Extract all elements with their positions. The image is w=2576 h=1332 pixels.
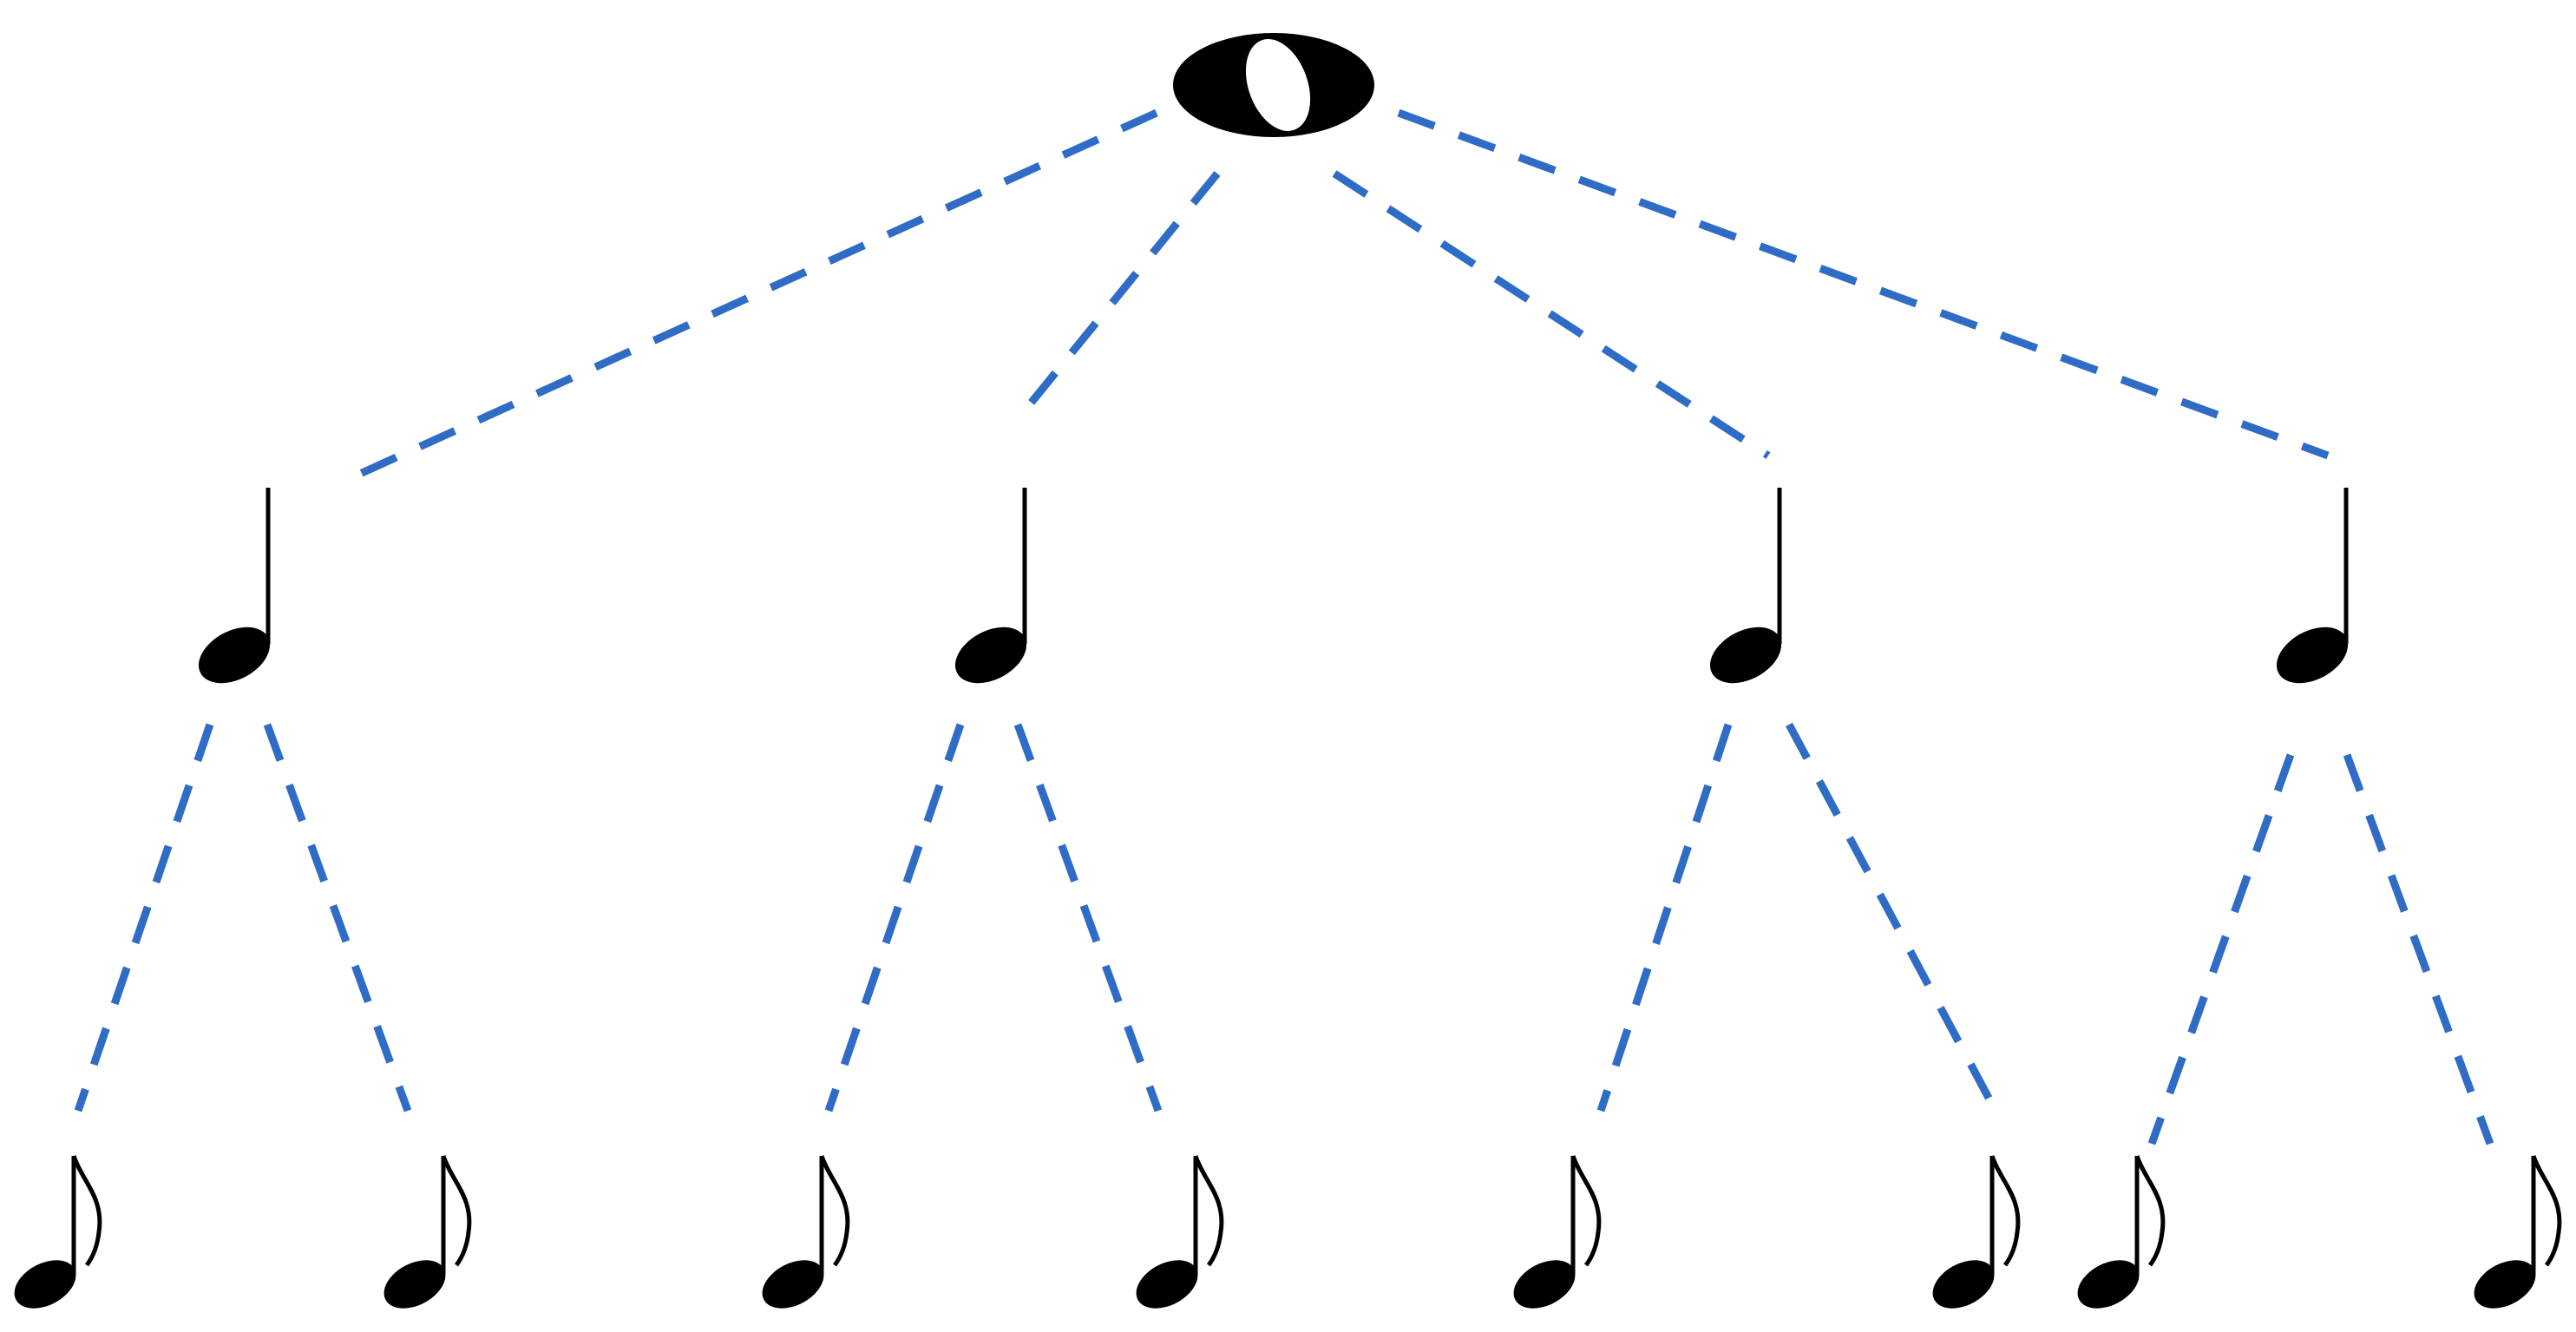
tree-edge [74,723,214,1112]
eighth-note-icon [1136,1155,1224,1309]
eighth-note-icon [2474,1155,2562,1309]
tree-edges [74,108,2494,1145]
quarter-note-icon [1709,488,1782,684]
tree-edge [824,723,965,1112]
whole-note-icon [1173,33,1374,137]
tree-edge [1397,108,2330,460]
eighth-note-icon [762,1155,850,1309]
tree-edge [1786,722,1999,1113]
eighth-note-icon [2077,1155,2166,1309]
eighth-note-icon [383,1155,472,1309]
eighth-note-icon [14,1155,102,1309]
tree-edge [1596,723,1733,1112]
tree-edge [2343,753,2494,1145]
tree-edge [2147,753,2295,1145]
quarter-note-icon [954,488,1027,684]
quarter-note-icon [198,488,271,684]
tree-edge [1022,171,1221,412]
eighth-note-icon [1932,1155,2021,1309]
tree-edge [1013,723,1163,1112]
tree-edge [1332,170,1771,459]
tree-edge [341,108,1158,486]
eighth-note-icon [1513,1155,1602,1309]
tree-edge [263,723,412,1112]
quarter-note-icon [2276,488,2349,684]
